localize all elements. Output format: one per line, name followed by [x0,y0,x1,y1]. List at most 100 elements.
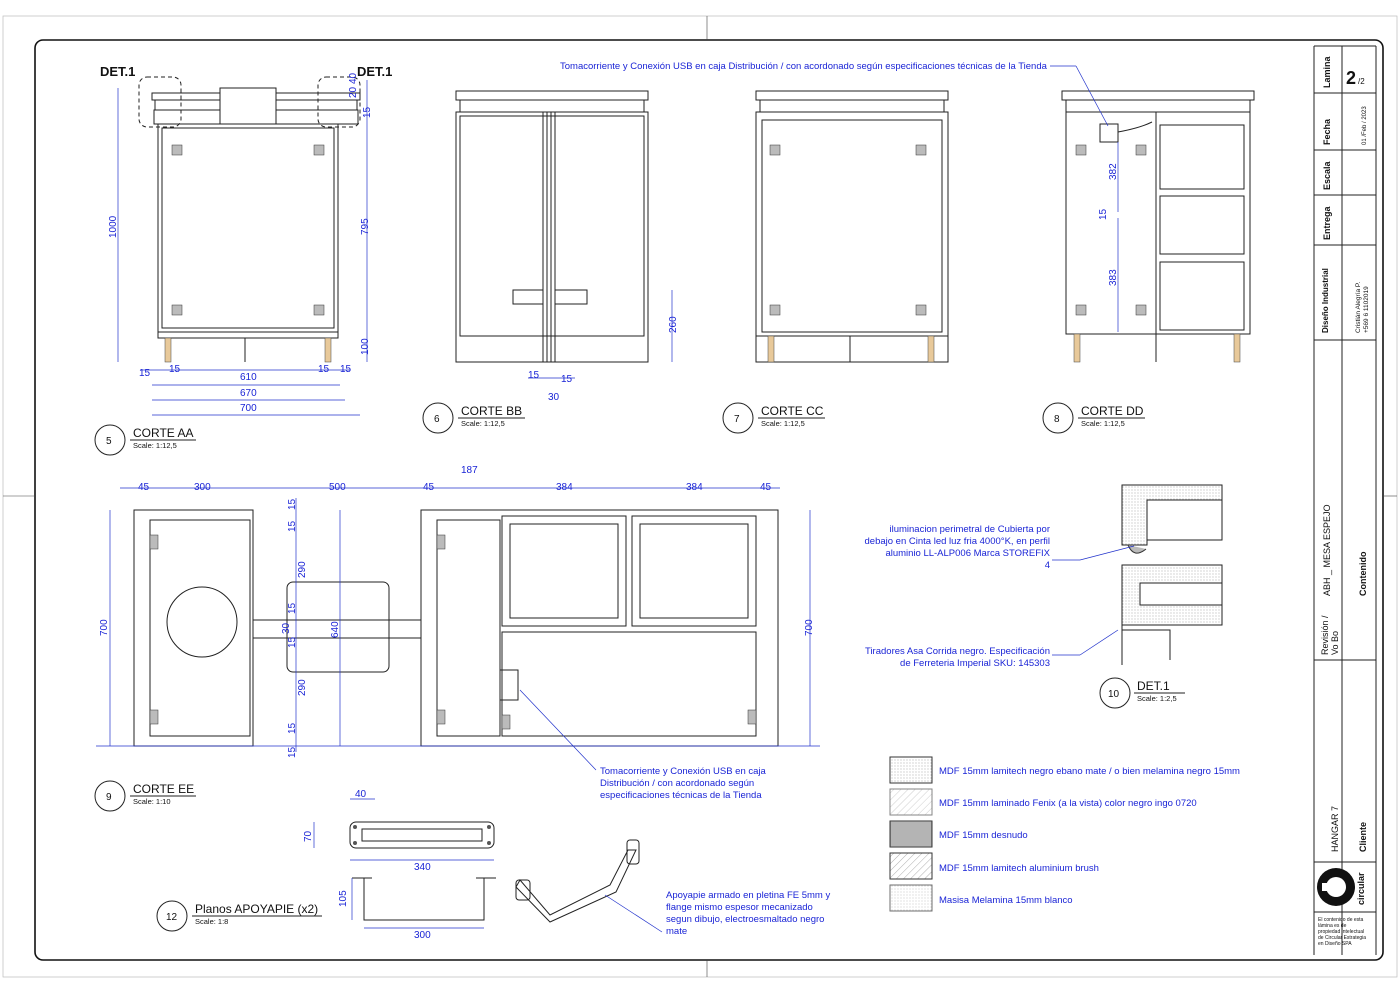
apoyapie-dims [313,798,494,929]
svg-text:Scale: 1:12,5: Scale: 1:12,5 [133,441,177,450]
disclaimer: El contenido de esta lámina es de propie… [1318,917,1366,947]
dim-ee-187: 187 [461,465,478,476]
svg-text:de Circular Estrategia: de Circular Estrategia [1318,935,1366,941]
outer-frame [2,15,1398,978]
svg-text:Scale: 1:12,5: Scale: 1:12,5 [761,419,805,428]
svg-text:5: 5 [106,436,112,447]
dim-aa-1000: 1000 [108,215,119,238]
label-corte-bb: 6 CORTE BB Scale: 1:12,5 [422,402,525,434]
dim-aa-670: 670 [240,388,257,399]
dim-ee-45b: 45 [423,482,435,493]
svg-text:Scale: 1:2,5: Scale: 1:2,5 [1137,694,1177,703]
client-name: HANGAR 7 [1330,806,1340,852]
dim-ee-384a: 384 [556,482,573,493]
leader-apoyapie [604,894,663,933]
revision-label: Revisión / [1320,615,1330,655]
dim-apo-340: 340 [414,862,431,873]
dim-bb-15a: 15 [528,370,540,381]
label-corte-dd: 8 CORTE DD Scale: 1:12,5 [1042,402,1145,434]
svg-text:9: 9 [106,792,112,803]
dim-ee-30: 30 [281,622,292,634]
label-apoyapie: 12 Planos APOYAPIE (x2) Scale: 1:8 [156,900,322,932]
svg-text:6: 6 [434,414,440,425]
corte-bb-dims [528,290,673,379]
svg-text:Scale: 1:10: Scale: 1:10 [133,797,171,806]
legend-swatch-4 [889,852,933,880]
dim-ee-v15b: 15 [287,520,298,532]
legend-swatch-3 [889,820,933,848]
corte-bb-drawing [455,90,649,363]
lamina-label: Lamina [1322,55,1332,88]
dim-ee-v15c: 15 [287,602,298,614]
note-tir-1: Tiradores Asa Corrida negro. Especificac… [865,646,1050,657]
svg-text:Scale: 1:12,5: Scale: 1:12,5 [461,419,505,428]
svg-text:7: 7 [734,414,740,425]
note-usb-mid-1: Tomacorriente y Conexión USB en caja [600,766,767,777]
note-ilum-2: debajo en Cinta led luz fria 4000°K, en … [865,536,1050,547]
fecha-label: Fecha [1322,118,1332,145]
material-legend [889,756,933,912]
corte-ee-drawing [133,509,779,747]
label-corte-cc: 7 CORTE CC Scale: 1:12,5 [722,402,825,434]
vobo-label: Vo Bo [1330,631,1340,655]
svg-text:CORTE EE: CORTE EE [133,782,194,796]
dim-aa-15c: 15 [318,364,330,375]
leader-usb-mid [519,689,597,771]
logo-text: circular [1356,872,1366,905]
note-apo-2: flange mismo espesor mecanizado [666,902,813,913]
lamina-number: 2 [1346,68,1356,88]
svg-text:El contenido de esta: El contenido de esta [1318,917,1364,923]
svg-text:CORTE DD: CORTE DD [1081,404,1144,418]
dim-apo-105: 105 [338,890,349,907]
corte-cc-drawing [755,90,949,363]
escala-label: Escala [1322,160,1332,190]
disenio-label: Diseño Industrial [1321,268,1330,333]
svg-text:propiedad intelectual: propiedad intelectual [1318,929,1364,935]
dim-aa-100: 100 [360,338,371,355]
label-corte-ee: 9 CORTE EE Scale: 1:10 [94,780,196,812]
note-ilum-3: aluminio LL-ALP006 Marca STOREFIX [885,548,1050,559]
svg-text:Scale: 1:12,5: Scale: 1:12,5 [1081,419,1125,428]
dim-ee-v15a: 15 [287,498,298,510]
dim-ee-290a: 290 [297,561,308,578]
corte-aa-drawing [138,76,361,363]
dim-ee-300: 300 [194,482,211,493]
title-block [1313,45,1377,955]
center-marks [3,16,1397,977]
svg-text:CORTE AA: CORTE AA [133,426,193,440]
dim-ee-v15d: 15 [287,636,298,648]
dim-ee-v15e: 15 [287,722,298,734]
note-usb-mid-3: especificaciones técnicas de la Tienda [600,790,762,801]
dim-aa-20: 20 [348,86,359,98]
svg-text:CORTE CC: CORTE CC [761,404,824,418]
svg-text:DET.1: DET.1 [1137,679,1170,693]
det1-tag-right: DET.1 [357,64,392,79]
note-usb-top: Tomacorriente y Conexión USB en caja Dis… [560,61,1048,72]
disenio-name: Cristián Alegría P. [1355,282,1362,333]
det1-tag-left: DET.1 [100,64,135,79]
dim-aa-15a: 15 [139,368,151,379]
legend-label-4: MDF 15mm lamitech aluminium brush [939,863,1099,874]
legend-label-5: Masisa Melamina 15mm blanco [939,895,1073,906]
dim-aa-top-15: 15 [362,106,373,118]
lamina-total: /2 [1358,77,1365,86]
legend-label-2: MDF 15mm laminado Fenix (a la vista) col… [939,798,1197,809]
title-block-text: Lamina 2 /2 Fecha 01 /Feb / 2023 Escala … [1320,55,1370,852]
dim-aa-15d: 15 [340,364,352,375]
svg-text:Scale: 1:8: Scale: 1:8 [195,917,228,926]
note-apo-4: mate [666,926,687,937]
dim-aa-700: 700 [240,403,257,414]
disenio-phone: +569 6 1102019 [1363,286,1370,333]
dim-ee-290b: 290 [297,679,308,696]
legend-swatch-2 [889,788,933,816]
note-usb-mid-2: Distribución / con acordonado según [600,778,754,789]
dim-bb-15b: 15 [561,374,573,385]
dim-dd-382: 382 [1108,163,1119,180]
dim-aa-795: 795 [360,218,371,235]
dim-ee-45a: 45 [138,482,150,493]
legend-swatch-1 [889,756,933,784]
dim-dd-15: 15 [1098,208,1109,220]
dim-aa-610: 610 [240,372,257,383]
project-name: ABH _ MESA ESPEJO [1322,504,1332,596]
